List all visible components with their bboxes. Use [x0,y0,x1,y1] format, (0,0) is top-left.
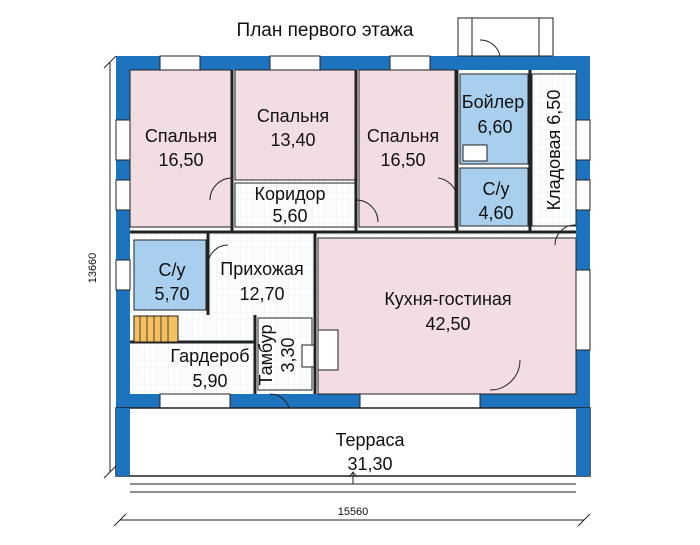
boiler-unit [462,144,488,162]
kitchen-area: 42,50 [425,314,470,334]
wardrobe-name: Гардероб [170,346,249,366]
porch-door [479,39,501,57]
plan-title: План первого этажа [237,20,414,41]
chimney [317,329,339,371]
width-dimension: 15560 [338,506,369,518]
bedroom-2-floor [234,69,356,181]
vestibule-area: 3,30 [278,337,298,372]
bath2-floor [459,167,529,227]
bath1-name: С/у [159,260,186,280]
stove [301,344,315,368]
kitchen-name: Кухня-гостиная [384,289,511,309]
bedroom2-area: 13,40 [270,130,315,150]
dimension-lines [103,55,591,527]
bedroom3-name: Спальня [367,126,439,146]
bath2-name: С/у [483,179,510,199]
terrace-arrow [348,471,358,484]
porch-wall-right [538,17,554,57]
boiler-area: 6,60 [477,117,512,137]
entry-porch [457,17,554,57]
vestibule-name: Тамбур [256,324,276,385]
corridor-floor [234,182,356,228]
terrace-rail-left [116,408,130,476]
wardrobe-area: 5,90 [192,371,227,391]
corridor-area: 5,60 [272,206,307,226]
terrace-rail-right [576,408,590,476]
bedroom2-name: Спальня [257,106,329,126]
bedroom-3-floor [358,69,456,228]
porch-wall-left [457,17,473,57]
pantry-floor [531,73,577,227]
boiler-name: Бойлер [462,92,524,112]
hall-name: Прихожая [220,259,303,279]
bedroom1-name: Спальня [145,126,217,146]
staircase [133,315,179,343]
terrace-name: Терраса [335,430,405,450]
bath2-area: 4,60 [478,203,513,223]
bath1-floor [133,239,207,311]
pantry-label: Кладовая 6,50 [544,90,564,211]
corridor-name: Коридор [254,184,325,204]
interior-walls [130,70,576,394]
hall-area: 12,70 [239,284,284,304]
windows [115,55,591,409]
bedroom1-area: 16,50 [158,150,203,170]
bath1-area: 5,70 [154,284,189,304]
bedroom-1-floor [129,69,232,228]
bedroom3-area: 16,50 [380,150,425,170]
terrace-area: 31,30 [347,454,392,474]
height-dimension: 13660 [87,253,99,284]
